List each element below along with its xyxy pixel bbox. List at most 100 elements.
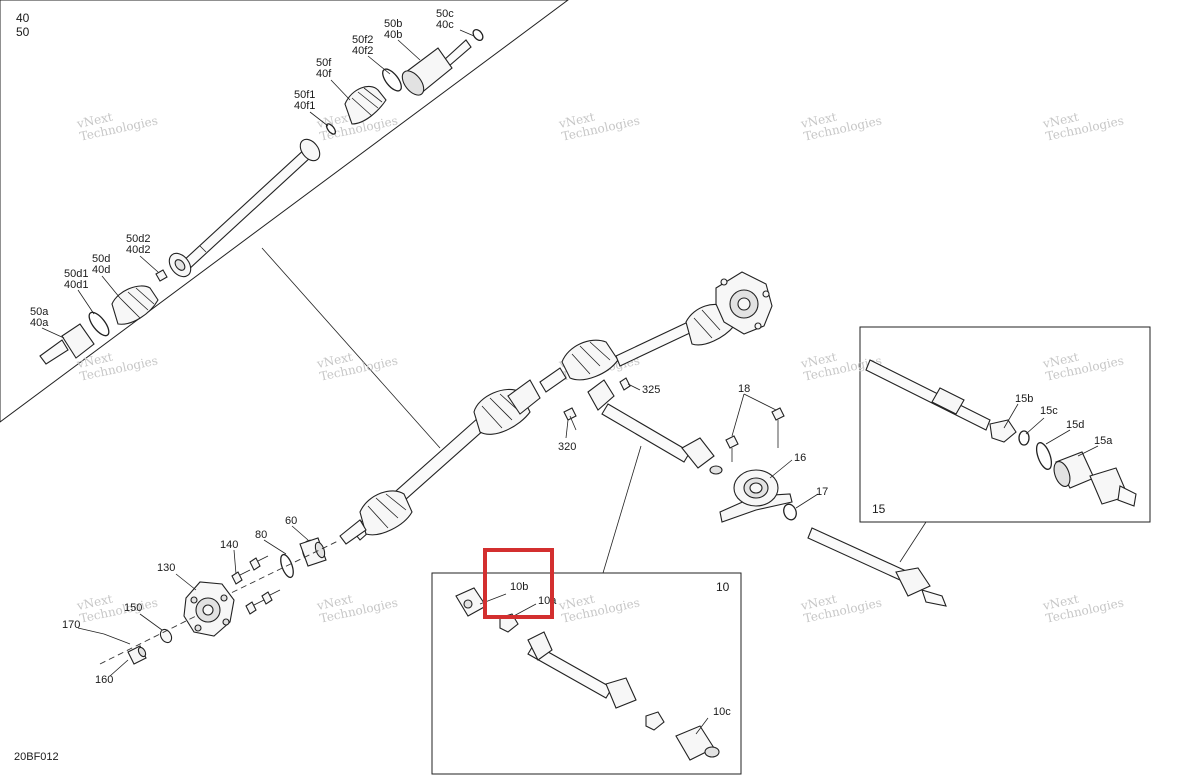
inset-id-50: 50: [16, 25, 30, 39]
callout-40f2: 40f2: [352, 45, 373, 57]
callout-325: 325: [642, 384, 660, 396]
callout-160: 160: [95, 674, 113, 686]
bearing-15a: [1053, 451, 1095, 489]
slip-yoke-main: [681, 437, 723, 475]
callout-50f1: 50f1: [294, 89, 315, 101]
cotter-pin: [103, 633, 131, 645]
hub-washer: [159, 628, 173, 644]
callout-140: 140: [220, 539, 238, 551]
callout-50f2: 50f2: [352, 34, 373, 46]
slip-yoke-10c: [675, 725, 720, 761]
inset-15-shaft-assembly: [865, 359, 1137, 507]
boot-clamp-inner: [325, 123, 337, 135]
document-code: 20BF012: [14, 751, 59, 763]
bearing-circlip: [280, 553, 294, 579]
callout-16: 16: [794, 452, 806, 464]
propeller-shaft-upper: [615, 321, 693, 367]
inset-id-10: 10: [716, 580, 730, 594]
spider-joint-15b: [989, 419, 1017, 443]
circlip-top: [472, 29, 484, 41]
inner-cv-housing: [39, 323, 95, 365]
cv-joint-upper: [561, 339, 619, 381]
axle-shaft-bar: [181, 147, 313, 271]
callout-50a: 50a: [30, 306, 49, 318]
callout-50f: 50f: [316, 57, 332, 69]
inset-10-propshaft: [455, 587, 720, 761]
tripod-joint-lower: [168, 252, 192, 278]
wheel-hub: [183, 581, 235, 637]
connector-line-bottom: [602, 445, 642, 574]
callout-40c: 40c: [436, 19, 454, 31]
yoke-10-end: [605, 677, 637, 709]
callout-150: 150: [124, 602, 142, 614]
cross-kit-10: [645, 711, 665, 731]
callout-60: 60: [285, 515, 297, 527]
callout-10c: 10c: [713, 706, 731, 718]
callout-15a: 15a: [1094, 435, 1113, 447]
bearing-axis-line: [195, 539, 341, 611]
callout-40d1: 40d1: [64, 279, 88, 291]
outer-cv-joint-main: [339, 490, 413, 545]
callout-40f1: 40f1: [294, 100, 315, 112]
wheel-bearing: [299, 537, 327, 567]
callout-10b: 10b: [510, 581, 528, 593]
inset-frame-right: [859, 326, 1151, 523]
callout-40d: 40d: [92, 264, 110, 276]
callout-80: 80: [255, 529, 267, 541]
callout-40f: 40f: [316, 68, 332, 80]
callout-15d: 15d: [1066, 419, 1084, 431]
callout-50c: 50c: [436, 8, 454, 20]
callout-40a: 40a: [30, 317, 49, 329]
highlight-box-10b: [483, 548, 554, 619]
callout-130: 130: [157, 562, 175, 574]
connector-line-top-left: [261, 247, 441, 449]
propeller-shaft-main: [563, 377, 723, 475]
oring-15d: [1035, 442, 1053, 470]
callout-40d2: 40d2: [126, 244, 150, 256]
callout-15b: 15b: [1015, 393, 1033, 405]
inset-id-40: 40: [16, 11, 30, 25]
callout-50d1: 50d1: [64, 268, 88, 280]
snap-ring-15c: [1018, 430, 1030, 446]
tripod-joint-top: [299, 138, 321, 162]
hub-axis-line: [99, 615, 197, 665]
inset-frame-top-left: [0, 0, 569, 423]
inset-frame-bottom: [431, 572, 742, 775]
inset-id-15: 15: [872, 502, 886, 516]
rear-output-shaft: [807, 527, 947, 607]
intermediate-shaft: [539, 367, 567, 393]
callout-50b: 50b: [384, 18, 402, 30]
boot-clamp-large: [88, 311, 110, 337]
callout-labels: 50c 40c 50b 40b 50f2 40f2 50f 40f 50f1 4…: [30, 8, 1113, 718]
castle-nut: [127, 645, 147, 665]
callout-15c: 15c: [1040, 405, 1058, 417]
front-drive-shaft-main: [339, 271, 773, 545]
inner-cv-joint-main: [473, 379, 541, 435]
carrier-bolts: [725, 407, 785, 462]
callout-18: 18: [738, 383, 750, 395]
cv-boot-outer: [344, 86, 387, 125]
callout-50d: 50d: [92, 253, 110, 265]
callout-320: 320: [558, 441, 576, 453]
retaining-nut: [155, 269, 168, 282]
cv-boot-inner: [111, 285, 159, 325]
front-differential-hub: [715, 271, 773, 335]
housing-15: [1089, 467, 1137, 507]
flange-yoke-10b: [455, 587, 487, 617]
boot-clamp-outer: [382, 68, 402, 92]
callout-170: 170: [62, 619, 80, 631]
outer-cv-housing: [401, 47, 453, 96]
hub-bolts: [231, 555, 281, 615]
propshaft-tube-10: [527, 643, 613, 699]
axle-shaft-assembly-top: [39, 29, 484, 365]
bolt-325: [619, 377, 631, 391]
carrier-bearing: [719, 469, 793, 523]
callout-17: 17: [816, 486, 828, 498]
callout-50d2: 50d2: [126, 233, 150, 245]
callout-10a: 10a: [538, 595, 557, 607]
inset-ids: 40 50 15 10: [16, 11, 886, 594]
callout-40b: 40b: [384, 29, 402, 41]
yoke-front: [587, 379, 615, 411]
carrier-oring: [783, 503, 797, 521]
